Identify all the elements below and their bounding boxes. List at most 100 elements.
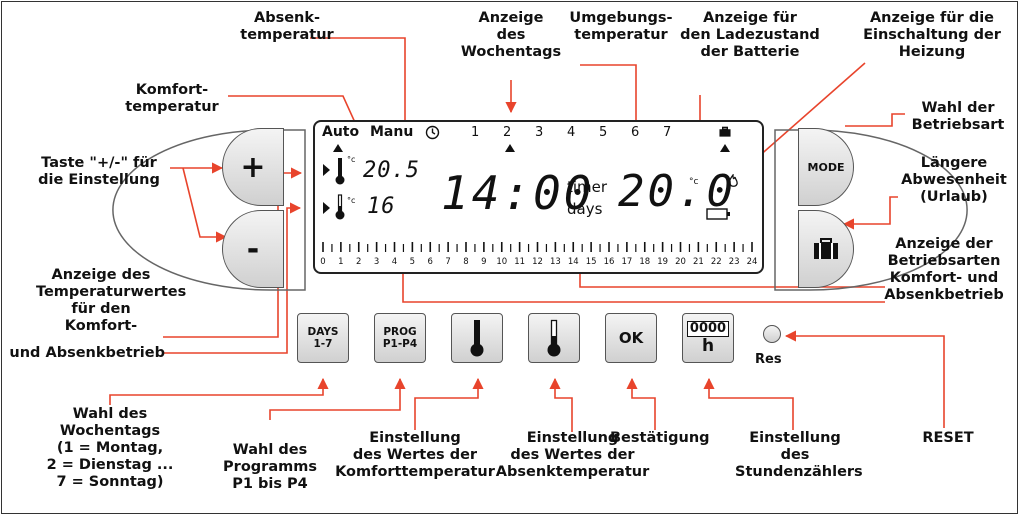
clock-icon	[425, 125, 440, 140]
hour-label-12: 12	[532, 257, 543, 267]
suitcase-icon	[719, 126, 731, 137]
hour-label-17: 17	[621, 257, 632, 267]
hour-label-11: 11	[514, 257, 525, 267]
hour-label-24: 24	[747, 257, 758, 267]
comfort-thermometer-icon	[335, 158, 345, 185]
hour-label-14: 14	[568, 257, 579, 267]
eco-thermometer-icon	[335, 194, 345, 220]
ambient-unit: °c	[689, 177, 699, 187]
hour-label-22: 22	[711, 257, 722, 267]
holiday-marker	[720, 144, 730, 152]
comfort-temp-value: 20.5	[363, 158, 420, 183]
reset-button-label: Res	[755, 352, 782, 367]
label-urlaub: Längere Abwesenheit (Urlaub)	[901, 155, 1007, 205]
hour-label-3: 3	[374, 257, 379, 267]
lcd-day-5: 5	[599, 125, 608, 140]
label-wochentag-anzeige: Anzeige des Wochentags	[460, 10, 562, 60]
day-marker	[505, 144, 515, 152]
comfort-pointer	[323, 164, 330, 176]
auto-marker	[333, 144, 343, 152]
leader-days	[109, 377, 329, 405]
eco-set-button[interactable]	[528, 313, 580, 363]
days-label: days	[567, 200, 603, 218]
days-button[interactable]: DAYS 1-7	[297, 313, 349, 363]
ok-button[interactable]: OK	[605, 313, 657, 363]
lcd-day-3: 3	[535, 125, 544, 140]
label-taste: Taste "+/-" für die Einstellung	[38, 155, 160, 188]
plus-button-label: +	[240, 149, 266, 185]
hour-label-2: 2	[356, 257, 361, 267]
label-bestaetigung: Bestätigung	[610, 430, 710, 446]
lcd-day-7: 7	[663, 125, 672, 140]
hour-label-13: 13	[550, 257, 561, 267]
lcd-day-4: 4	[567, 125, 576, 140]
heating-flame-icon	[728, 174, 738, 187]
timer-label: timer	[567, 178, 608, 196]
days-button-line2: 1-7	[313, 338, 333, 350]
ok-button-label: OK	[618, 329, 644, 347]
eco-pointer	[323, 202, 330, 214]
leader-temp-b	[163, 202, 302, 354]
counter-button[interactable]: 0000 h	[682, 313, 734, 363]
comfort-unit: °c	[347, 155, 356, 164]
leader-komfort-einst	[414, 377, 484, 430]
comfort-set-button[interactable]	[451, 313, 503, 363]
leader-ok	[626, 377, 656, 430]
leader-absenk-einst	[549, 377, 573, 432]
time-value: 14:00	[441, 166, 595, 220]
prog-button-line1: PROG	[383, 326, 417, 338]
hour-label-20: 20	[675, 257, 686, 267]
leader-prog	[269, 377, 406, 420]
hour-label-19: 19	[657, 257, 668, 267]
hour-label-15: 15	[586, 257, 597, 267]
eco-unit: °c	[347, 196, 356, 205]
label-komfort: Komfort- temperatur	[125, 82, 219, 115]
lcd-day-6: 6	[631, 125, 640, 140]
label-wochentag-wahl: Wahl des Wochentags (1 = Montag, 2 = Die…	[46, 406, 174, 490]
label-umgebung: Umgebungs- temperatur	[569, 10, 673, 43]
minus-button[interactable]: -	[222, 210, 284, 288]
eco-temp-value: 16	[367, 194, 396, 219]
label-batterie: Anzeige für den Ladezustand der Batterie	[680, 10, 820, 60]
leader-taste-v	[182, 167, 228, 243]
hour-label-0: 0	[320, 257, 325, 267]
hour-label-9: 9	[481, 257, 486, 267]
reset-button[interactable]	[763, 325, 781, 343]
label-komfort-einstellung: Einstellung des Wertes der Komforttemper…	[335, 430, 495, 480]
leader-reset	[784, 330, 945, 428]
mode-button-label: MODE	[807, 160, 845, 174]
hour-label-16: 16	[604, 257, 615, 267]
left-pad	[112, 129, 306, 291]
label-heizung: Anzeige für die Einschaltung der Heizung	[863, 10, 1001, 60]
label-absenk: Absenk- temperatur	[240, 10, 334, 43]
right-pad	[774, 129, 968, 291]
lcd-manu: Manu	[370, 124, 414, 140]
prog-button-line2: P1-P4	[382, 338, 418, 350]
hour-label-21: 21	[693, 257, 704, 267]
label-temp-anzeige-a: Anzeige des Temperaturwertes für den Kom…	[36, 267, 187, 334]
label-absenk-einstellung: Einstellung des Wertes der Absenktempera…	[495, 430, 650, 480]
lcd-day-1: 1	[471, 125, 480, 140]
lcd-auto: Auto	[322, 124, 360, 140]
hour-label-8: 8	[463, 257, 468, 267]
days-button-line1: DAYS	[307, 326, 339, 338]
thermometer-half-icon	[547, 319, 561, 357]
plus-button[interactable]: +	[222, 128, 284, 206]
leader-counter	[703, 377, 794, 430]
label-betriebsart: Wahl der Betriebsart	[911, 100, 1005, 133]
hour-label-1: 1	[338, 257, 343, 267]
hour-label-18: 18	[639, 257, 650, 267]
hour-label-4: 4	[392, 257, 397, 267]
label-stundenzaehler: Einstellung des Stundenzählers	[735, 430, 863, 480]
hour-label-23: 23	[729, 257, 740, 267]
lcd-day-2: 2	[503, 125, 512, 140]
minus-button-label: -	[246, 231, 260, 267]
prog-button[interactable]: PROG P1-P4	[374, 313, 426, 363]
counter-digits: 0000	[686, 321, 730, 337]
leader-betriebsart	[845, 113, 905, 127]
label-betriebsarten-anzeige: Anzeige der Betriebsarten Komfort- und A…	[884, 236, 1004, 303]
battery-icon	[706, 208, 730, 220]
hour-label-6: 6	[428, 257, 433, 267]
